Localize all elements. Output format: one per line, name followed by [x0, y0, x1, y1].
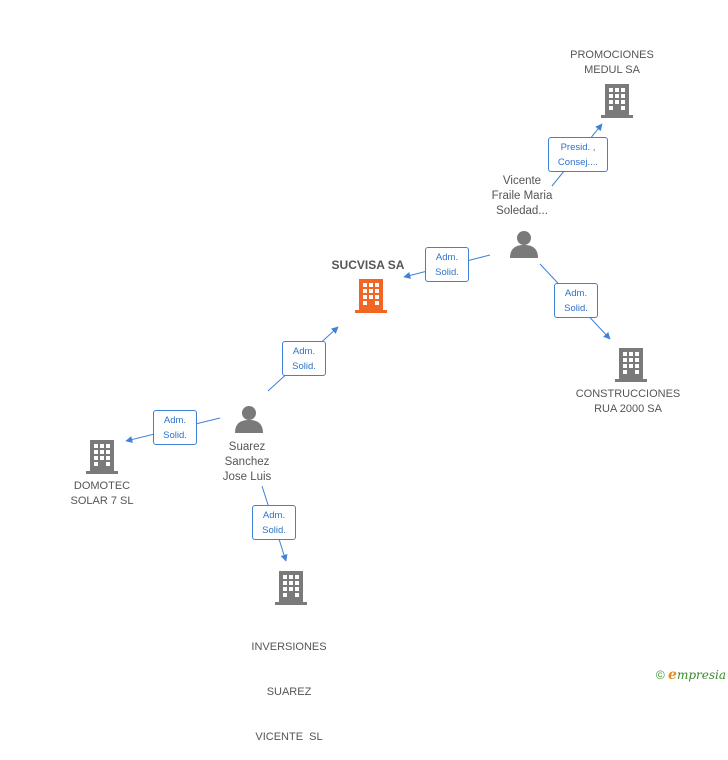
- label-line: VICENTE SL: [255, 731, 323, 743]
- role-line: Solid.: [564, 303, 588, 314]
- label-line: SOLAR 7 SL: [70, 495, 134, 507]
- role-badge-suarez-domotec[interactable]: Adm. Solid.: [153, 410, 197, 445]
- role-line: Solid.: [163, 430, 187, 441]
- building-icon[interactable]: [86, 440, 118, 474]
- role-line: Solid.: [435, 267, 459, 278]
- role-line: Adm.: [435, 252, 459, 263]
- role-badge-vicente-sucvisa[interactable]: Adm. Solid.: [425, 247, 469, 282]
- role-line: Adm.: [564, 288, 588, 299]
- building-icon[interactable]: [275, 571, 307, 605]
- brand-initial: e: [668, 667, 677, 683]
- label-line: Sanchez: [224, 456, 270, 468]
- role-badge-suarez-inversiones[interactable]: Adm. Solid.: [252, 505, 296, 540]
- company-label-construcciones[interactable]: CONSTRUCCIONES RUA 2000 SA: [568, 387, 688, 417]
- copyright-symbol: ©: [655, 668, 665, 682]
- company-label-promociones[interactable]: PROMOCIONES MEDUL SA: [552, 48, 672, 78]
- person-label-suarez[interactable]: Suarez Sanchez Jose Luis: [197, 440, 297, 485]
- company-label-inversiones[interactable]: INVERSIONES SUAREZ VICENTE SL: [229, 610, 349, 760]
- person-label-vicente[interactable]: Vicente Fraile Maria Soledad...: [472, 174, 572, 219]
- person-icon[interactable]: [510, 230, 538, 258]
- label-line: Jose Luis: [222, 471, 272, 483]
- company-label-domotec[interactable]: DOMOTEC SOLAR 7 SL: [42, 479, 162, 509]
- building-icon[interactable]: [615, 348, 647, 382]
- label-line: Suarez: [228, 441, 266, 453]
- brand-name: mpresia: [676, 668, 726, 682]
- label-line: INVERSIONES: [251, 641, 327, 653]
- label-line: Vicente: [502, 175, 542, 187]
- label-line: RUA 2000 SA: [594, 403, 662, 415]
- brand-logo[interactable]: empresia: [668, 667, 726, 683]
- role-badge-vicente-construcciones[interactable]: Adm. Solid.: [554, 283, 598, 318]
- role-badge-suarez-sucvisa[interactable]: Adm. Solid.: [282, 341, 326, 376]
- label-line: Fraile Maria: [491, 190, 553, 202]
- label-line: CONSTRUCCIONES: [575, 388, 681, 400]
- role-line: Adm.: [292, 346, 316, 357]
- company-label-sucvisa[interactable]: SUCVISA SA: [331, 258, 405, 272]
- role-line: Adm.: [262, 510, 286, 521]
- label-line: PROMOCIONES: [570, 49, 654, 61]
- role-line: Solid.: [292, 361, 316, 372]
- role-line: Adm.: [163, 415, 187, 426]
- role-line: Solid.: [262, 525, 286, 536]
- building-icon[interactable]: [601, 84, 633, 118]
- role-line: Presid. ,: [560, 142, 596, 153]
- label-line: Soledad...: [496, 205, 548, 217]
- person-icon[interactable]: [235, 405, 263, 433]
- brand-footer: © empresia: [656, 667, 726, 683]
- label-line: SUAREZ: [266, 686, 312, 698]
- label-line: MEDUL SA: [584, 64, 640, 76]
- building-icon[interactable]: [355, 279, 387, 313]
- label-line: DOMOTEC: [73, 480, 131, 492]
- role-line: Consej....: [557, 157, 599, 168]
- role-badge-vicente-promociones[interactable]: Presid. , Consej....: [548, 137, 608, 172]
